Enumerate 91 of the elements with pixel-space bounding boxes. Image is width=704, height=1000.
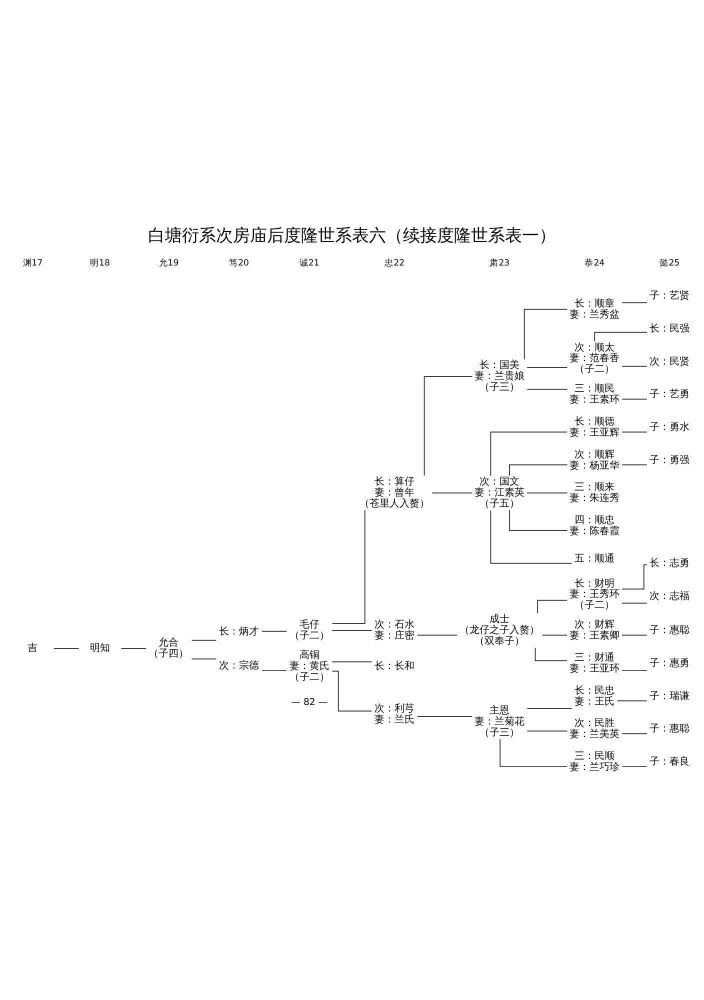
node-text: 子：惠聪 bbox=[650, 625, 690, 636]
node-text: 高铜 妻：黄氏 （子二） bbox=[289, 650, 330, 684]
node-text: 次：宗德 bbox=[219, 660, 260, 672]
connector bbox=[416, 634, 458, 636]
connector bbox=[332, 630, 372, 631]
connector bbox=[432, 492, 473, 494]
node-text: 长：民强 bbox=[650, 324, 690, 335]
node-text: 三：民顺 妻：兰巧珍 bbox=[570, 750, 620, 773]
connector bbox=[622, 564, 648, 590]
node-text: 毛仔 （子二） bbox=[289, 620, 330, 642]
connector bbox=[622, 670, 648, 671]
node-text: 三：顺来 妻：朱连秀 bbox=[570, 482, 620, 504]
connector bbox=[191, 658, 217, 660]
node-text: 次：民胜 妻：兰美英 bbox=[570, 718, 620, 740]
node-text: 次：国文 妻：江素英 （子五） bbox=[474, 476, 525, 510]
node-text: 吉 bbox=[28, 643, 38, 654]
node-text: 主恩 妻：兰菊花 （子三） bbox=[474, 706, 525, 739]
connector bbox=[534, 647, 568, 662]
node-text: 明知 bbox=[90, 643, 110, 654]
connector bbox=[622, 634, 648, 636]
node-text: 三：财通 妻：王亚环 bbox=[570, 652, 620, 674]
connector bbox=[616, 700, 648, 702]
node-text: 子：艺勇 bbox=[650, 389, 690, 400]
connector bbox=[490, 510, 572, 564]
node-text: 子：惠勇 bbox=[650, 658, 690, 669]
node-text: 长：顺章 妻：兰秀盆 bbox=[570, 298, 620, 320]
connector bbox=[424, 376, 473, 476]
connector bbox=[509, 464, 568, 476]
node-text: 次：财辉 妻：王素卿 bbox=[570, 620, 620, 642]
connector bbox=[526, 730, 568, 732]
connector bbox=[526, 492, 568, 494]
label: 笃20 bbox=[229, 258, 250, 268]
node-text: 长：炳才 bbox=[219, 626, 260, 638]
connector bbox=[622, 464, 648, 466]
node-text: 次：顺辉 妻：杨亚华 bbox=[570, 449, 620, 472]
node-text: 长：长和 bbox=[374, 661, 415, 672]
connector bbox=[262, 670, 287, 671]
connector bbox=[262, 630, 287, 632]
connector bbox=[526, 388, 568, 390]
label: 恭24 bbox=[584, 258, 605, 268]
connector bbox=[490, 432, 568, 476]
node-text: 四：顺忠 妻：陈春霞 bbox=[570, 514, 620, 537]
connector bbox=[526, 367, 568, 368]
node-text: 允合 （子四） bbox=[148, 638, 189, 660]
connector bbox=[622, 733, 648, 734]
node-text: 子：艺贤 bbox=[650, 290, 690, 302]
connector bbox=[509, 510, 568, 531]
node-text: 子：勇强 bbox=[650, 454, 690, 466]
connector bbox=[622, 366, 648, 367]
label: — 82 — bbox=[291, 696, 328, 708]
node-text: 次：民贤 bbox=[650, 356, 690, 368]
node-text: 次：志福 bbox=[650, 590, 690, 602]
node-text: 子：春良 bbox=[650, 756, 690, 768]
connector bbox=[622, 398, 648, 400]
connector bbox=[500, 738, 568, 767]
label: 明18 bbox=[90, 258, 110, 268]
label: 懿25 bbox=[660, 258, 680, 268]
node-text: 长：财明 妻：王秀环 （子二） bbox=[570, 578, 620, 612]
connector bbox=[526, 708, 572, 709]
node-text: 次：石水 妻：庄密 bbox=[374, 620, 415, 642]
node-text: 五：顺通 bbox=[574, 553, 615, 564]
connector bbox=[120, 648, 146, 649]
node-text: 子：瑞谦 bbox=[650, 690, 690, 702]
connector bbox=[622, 766, 648, 767]
connector bbox=[416, 716, 473, 717]
connector bbox=[332, 661, 372, 662]
connector bbox=[332, 670, 372, 712]
node-text: 次：顺太 妻：范春香 （子二） bbox=[570, 342, 620, 376]
node-text: 长：国美 妻：兰贵娘 （子三） bbox=[474, 360, 525, 394]
connector bbox=[54, 648, 80, 649]
label: 渊17 bbox=[22, 258, 43, 268]
connector bbox=[542, 634, 568, 636]
node-text: 次：利芎 妻：兰氏 bbox=[374, 703, 415, 726]
node-text: 长：民忠 妻：王氏 bbox=[574, 685, 615, 708]
connector bbox=[622, 602, 648, 604]
node-text: 三：顺民 妻：王素环 bbox=[570, 384, 620, 406]
label: 忠22 bbox=[384, 258, 405, 268]
node-text: 成士 （龙仔之子入赘） （双奉子） bbox=[460, 614, 540, 648]
connector bbox=[622, 302, 648, 304]
node-text: 子：勇水 bbox=[650, 422, 690, 433]
diagram-title: 白塘衍系次房庙后度隆世系表六（续接度隆世系表一） bbox=[148, 226, 556, 246]
node-text: 长：志勇 bbox=[650, 558, 690, 569]
node-text: 长：算仔 妻：曾年 （苍里人入赘） bbox=[360, 476, 430, 510]
connector bbox=[332, 510, 366, 624]
connector bbox=[524, 308, 568, 360]
label: 允19 bbox=[158, 258, 179, 268]
node-text: 长：顺德 妻：王亚辉 bbox=[570, 416, 620, 438]
connector bbox=[191, 640, 217, 641]
label: 肃23 bbox=[490, 258, 510, 268]
label: 诚21 bbox=[299, 258, 320, 268]
node-text: 子：惠聪 bbox=[650, 724, 690, 735]
